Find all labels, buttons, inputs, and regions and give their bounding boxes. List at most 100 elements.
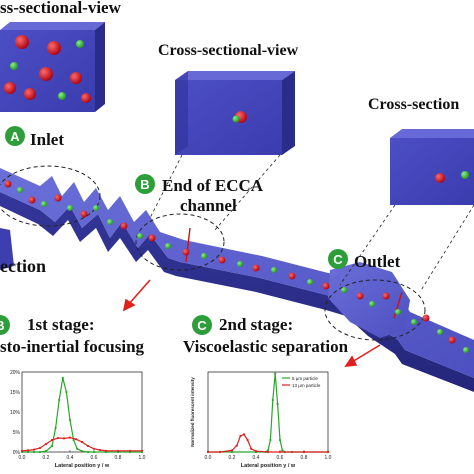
small-particle	[369, 301, 375, 307]
data-point	[32, 450, 36, 454]
small-particle	[76, 40, 84, 48]
ecca-label-line2: channel	[180, 196, 237, 215]
data-point	[128, 449, 132, 452]
arrow-shaft	[127, 279, 151, 306]
x-tick-label: 0.6	[277, 455, 284, 461]
cut-line	[185, 227, 191, 263]
small-particle	[437, 329, 443, 335]
data-point	[38, 450, 42, 454]
x-tick-label: 0.8	[115, 455, 122, 461]
data-point	[92, 450, 96, 454]
large-particle	[182, 248, 190, 256]
large-particle	[120, 222, 128, 230]
y-tick-label: 5%	[13, 430, 21, 436]
data-point	[58, 398, 61, 402]
data-point	[74, 438, 78, 441]
small-particle	[165, 243, 171, 249]
first-stage-badge: B	[0, 315, 10, 335]
large-particle	[70, 72, 82, 84]
data-point	[269, 438, 272, 442]
right-cross-section-box	[390, 129, 474, 205]
data-point	[54, 426, 57, 430]
large-particle	[24, 88, 36, 100]
data-point	[104, 449, 108, 452]
data-point	[86, 444, 90, 448]
arrow-head	[122, 298, 136, 312]
large-particle	[80, 210, 88, 218]
large-particle	[54, 194, 62, 202]
data-point	[80, 440, 84, 444]
large-particle	[39, 67, 53, 81]
small-particle	[341, 287, 347, 293]
middle-cross-section-box	[175, 71, 295, 155]
data-point	[206, 450, 210, 454]
large-particle	[47, 41, 61, 55]
guide-line	[214, 154, 281, 231]
first-stage-title: 1st stage:	[27, 315, 95, 334]
large-particle	[422, 314, 430, 322]
left-fragment-label: ection	[0, 256, 46, 276]
data-point	[246, 438, 249, 442]
data-point	[98, 448, 102, 452]
x-tick-label: 1.0	[139, 455, 146, 461]
data-point	[302, 450, 306, 454]
x-tick-label: 0.6	[91, 455, 98, 461]
region-outlines	[0, 165, 426, 341]
data-point	[274, 372, 277, 375]
first-stage-subtitle: sto-inertial focusing	[0, 337, 145, 356]
data-point	[76, 447, 79, 450]
guide-line	[419, 204, 474, 293]
small-particle	[271, 267, 277, 273]
small-particle	[10, 62, 18, 70]
data-point	[44, 442, 48, 446]
ecca-end-region-outline	[135, 213, 225, 271]
large-particle	[288, 272, 296, 280]
small-particle	[395, 309, 401, 315]
data-point	[266, 449, 270, 452]
small-particle	[232, 115, 240, 123]
data-point	[61, 376, 64, 380]
large-particle	[15, 35, 29, 49]
inlet-label: Inlet	[30, 130, 64, 149]
data-point	[68, 418, 72, 422]
data-point	[254, 450, 258, 453]
x-tick-label: 0.0	[205, 455, 212, 461]
x-tick-label: 0.0	[19, 455, 26, 461]
legend-label: 5 μm particle	[292, 376, 318, 381]
data-point	[242, 433, 246, 436]
small-particle	[463, 347, 469, 353]
small-particle	[107, 219, 113, 225]
data-point	[26, 449, 30, 452]
data-point	[230, 450, 234, 454]
small-particle	[67, 205, 73, 211]
ecca-badge: B	[135, 174, 155, 194]
data-point	[68, 436, 72, 439]
small-particle	[137, 233, 143, 239]
data-point	[26, 450, 30, 454]
data-point	[218, 450, 222, 454]
data-point	[230, 449, 234, 452]
guide-lines	[149, 154, 474, 293]
data-point	[65, 390, 68, 394]
large-particle	[218, 256, 226, 264]
large-particle	[435, 173, 445, 183]
inlet-view-title: ss-sectional-view	[0, 0, 121, 17]
data-point	[116, 449, 120, 452]
arrow-head	[344, 355, 358, 367]
large-particle	[448, 336, 456, 344]
guide-line	[339, 204, 396, 286]
cut-lines	[185, 227, 403, 319]
outlet-label: Outlet	[354, 252, 401, 271]
large-particle	[4, 180, 12, 188]
data-point	[266, 450, 270, 454]
large-particle	[4, 82, 16, 94]
arrow-shaft	[351, 344, 381, 363]
data-point	[20, 449, 24, 452]
small-particle	[93, 205, 99, 211]
small-particle	[201, 253, 207, 259]
y-tick-label: 0%	[13, 450, 21, 456]
data-point	[281, 449, 284, 452]
data-point	[326, 450, 330, 454]
